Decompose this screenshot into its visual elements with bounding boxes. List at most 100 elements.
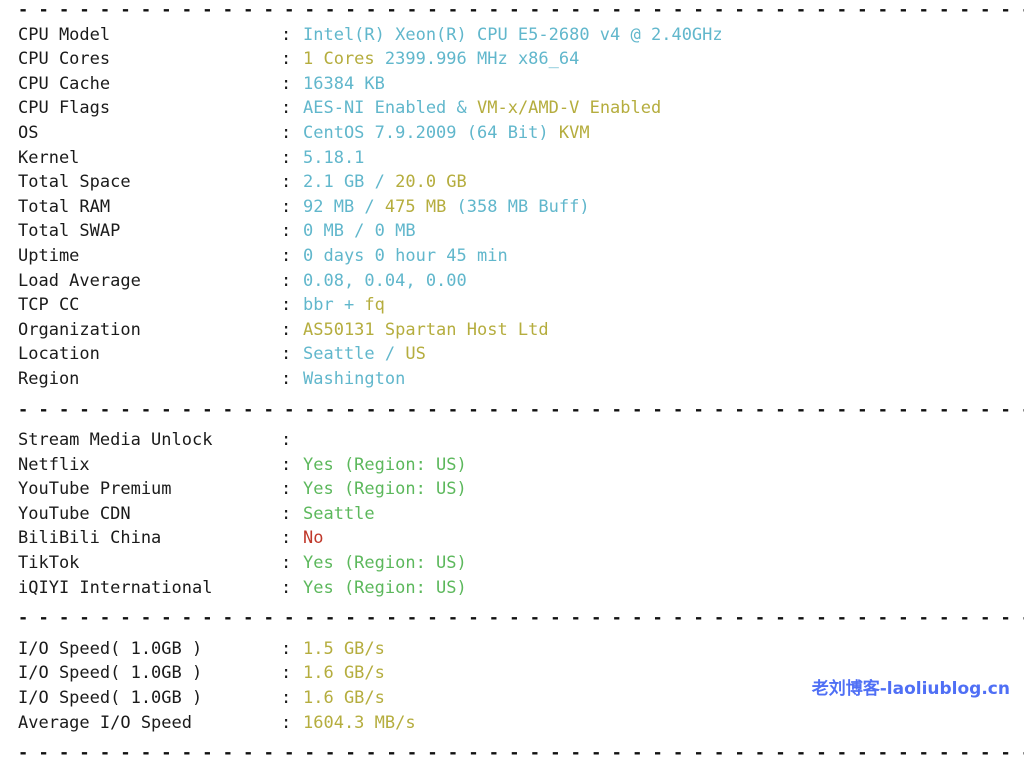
info-row: Load Average:0.08, 0.04, 0.00 xyxy=(0,269,1024,294)
row-value: Seattle / US xyxy=(303,342,1024,367)
separator-rule: - - - - - - - - - - - - - - - - - - - - … xyxy=(18,0,1024,20)
separator-rule: - - - - - - - - - - - - - - - - - - - - … xyxy=(18,608,1024,629)
row-value: 1.5 GB/s xyxy=(303,637,1024,662)
info-row: I/O Speed( 1.0GB ):1.6 GB/s xyxy=(0,686,1024,711)
row-value: Yes (Region: US) xyxy=(303,453,1024,478)
row-colon: : xyxy=(281,49,292,70)
row-colon: : xyxy=(281,122,292,143)
row-value: 16384 KB xyxy=(303,72,1024,97)
row-value: 5.18.1 xyxy=(303,146,1024,171)
row-value: bbr + fq xyxy=(303,293,1024,318)
info-row: TikTok:Yes (Region: US) xyxy=(0,551,1024,576)
row-colon: : xyxy=(281,98,292,119)
row-value: Washington xyxy=(303,367,1024,392)
value-segment: Seattle xyxy=(303,503,375,524)
value-segment: Yes (Region: US) xyxy=(303,479,467,500)
row-value: 1.6 GB/s xyxy=(303,686,1024,711)
row-label: YouTube CDN xyxy=(18,503,131,524)
value-segment: 1.6 GB/s xyxy=(303,688,385,709)
value-segment: Yes (Region: US) xyxy=(303,454,467,475)
row-value: 1604.3 MB/s xyxy=(303,711,1024,736)
row-label: Location xyxy=(18,344,100,365)
value-segment: Intel(R) Xeon(R) CPU E5-2680 v4 @ 2.40GH… xyxy=(303,24,723,45)
info-row: Total Space:2.1 GB / 20.0 GB xyxy=(0,170,1024,195)
info-row: YouTube CDN:Seattle xyxy=(0,502,1024,527)
info-row: Total RAM:92 MB / 475 MB (358 MB Buff) xyxy=(0,195,1024,220)
info-row: TCP CC: bbr + fq xyxy=(0,293,1024,318)
info-row: Kernel:5.18.1 xyxy=(0,146,1024,171)
row-label: CPU Cache xyxy=(18,73,111,94)
info-row: Netflix:Yes (Region: US) xyxy=(0,453,1024,478)
row-value: 92 MB / 475 MB (358 MB Buff) xyxy=(303,195,1024,220)
row-label: Total Space xyxy=(18,172,131,193)
row-colon: : xyxy=(281,663,292,684)
info-row: CPU Flags: AES-NI Enabled & VM-x/AMD-V En… xyxy=(0,96,1024,121)
row-colon: : xyxy=(281,528,292,549)
value-segment: CentOS 7.9.2009 (64 Bit) xyxy=(303,122,559,143)
row-colon: : xyxy=(281,147,292,168)
info-row: Uptime:0 days 0 hour 45 min xyxy=(0,244,1024,269)
row-colon: : xyxy=(281,688,292,709)
row-label: TCP CC xyxy=(18,295,80,316)
value-segment: 2399.996 MHz x86_64 xyxy=(384,49,580,70)
row-label: Organization xyxy=(18,319,141,340)
row-colon: : xyxy=(281,221,292,242)
info-row: BiliBili China:No xyxy=(0,526,1024,551)
row-colon: : xyxy=(281,24,292,45)
row-label: Region xyxy=(18,368,80,389)
row-colon: : xyxy=(281,295,292,316)
info-row: CPU Cache:16384 KB xyxy=(0,72,1024,97)
row-value: CentOS 7.9.2009 (64 Bit) KVM xyxy=(303,121,1024,146)
info-row: Location:Seattle / US xyxy=(0,342,1024,367)
row-label: TikTok xyxy=(18,553,80,574)
row-value: AS50131 Spartan Host Ltd xyxy=(303,318,1024,343)
value-segment: 1.6 GB/s xyxy=(303,663,385,684)
info-row: YouTube Premium:Yes (Region: US) xyxy=(0,477,1024,502)
row-colon: : xyxy=(281,712,292,733)
row-colon: : xyxy=(281,196,292,217)
row-label: Total RAM xyxy=(18,196,111,217)
row-value: 2.1 GB / 20.0 GB xyxy=(303,170,1024,195)
value-segment: Washington xyxy=(303,368,406,389)
row-colon: : xyxy=(281,73,292,94)
row-colon: : xyxy=(281,454,292,475)
row-colon: : xyxy=(281,430,292,451)
row-value: AES-NI Enabled & VM-x/AMD-V Enabled xyxy=(303,96,1024,121)
info-row: CPU Cores:1 Cores 2399.996 MHz x86_64 xyxy=(0,47,1024,72)
value-segment: 5.18.1 xyxy=(303,147,365,168)
row-colon: : xyxy=(281,270,292,291)
row-label: Uptime xyxy=(18,245,80,266)
row-label: Stream Media Unlock xyxy=(18,430,213,451)
separator-rule: - - - - - - - - - - - - - - - - - - - - … xyxy=(18,399,1024,420)
value-segment: KVM xyxy=(558,122,590,143)
row-value: Intel(R) Xeon(R) CPU E5-2680 v4 @ 2.40GH… xyxy=(303,23,1024,48)
info-row: I/O Speed( 1.0GB ):1.5 GB/s xyxy=(0,637,1024,662)
row-label: CPU Cores xyxy=(18,49,111,70)
row-label: I/O Speed( 1.0GB ) xyxy=(18,688,203,709)
row-value: 1 Cores 2399.996 MHz x86_64 xyxy=(303,47,1024,72)
row-colon: : xyxy=(281,319,292,340)
row-colon: : xyxy=(281,638,292,659)
row-value: Yes (Region: US) xyxy=(303,576,1024,601)
info-row: OS:CentOS 7.9.2009 (64 Bit) KVM xyxy=(0,121,1024,146)
value-segment: (358 MB Buff) xyxy=(456,196,590,217)
row-colon: : xyxy=(281,368,292,389)
row-label: I/O Speed( 1.0GB ) xyxy=(18,663,203,684)
row-colon: : xyxy=(281,172,292,193)
value-segment: 20.0 GB xyxy=(395,172,467,193)
value-segment: 1604.3 MB/s xyxy=(303,712,416,733)
row-value: 0.08, 0.04, 0.00 xyxy=(303,269,1024,294)
info-row: iQIYI International:Yes (Region: US) xyxy=(0,576,1024,601)
row-value: Seattle xyxy=(303,502,1024,527)
row-label: CPU Flags xyxy=(18,98,111,119)
info-row: Total SWAP:0 MB / 0 MB xyxy=(0,219,1024,244)
row-value: 0 days 0 hour 45 min xyxy=(303,244,1024,269)
value-segment: 1 Cores xyxy=(303,49,385,70)
value-segment: AS50131 Spartan Host Ltd xyxy=(303,319,549,340)
separator-rule: - - - - - - - - - - - - - - - - - - - - … xyxy=(18,743,1024,764)
row-value: 0 MB / 0 MB xyxy=(303,219,1024,244)
value-segment: 0 MB / 0 MB xyxy=(303,221,416,242)
row-value: No xyxy=(303,526,1024,551)
row-colon: : xyxy=(281,553,292,574)
